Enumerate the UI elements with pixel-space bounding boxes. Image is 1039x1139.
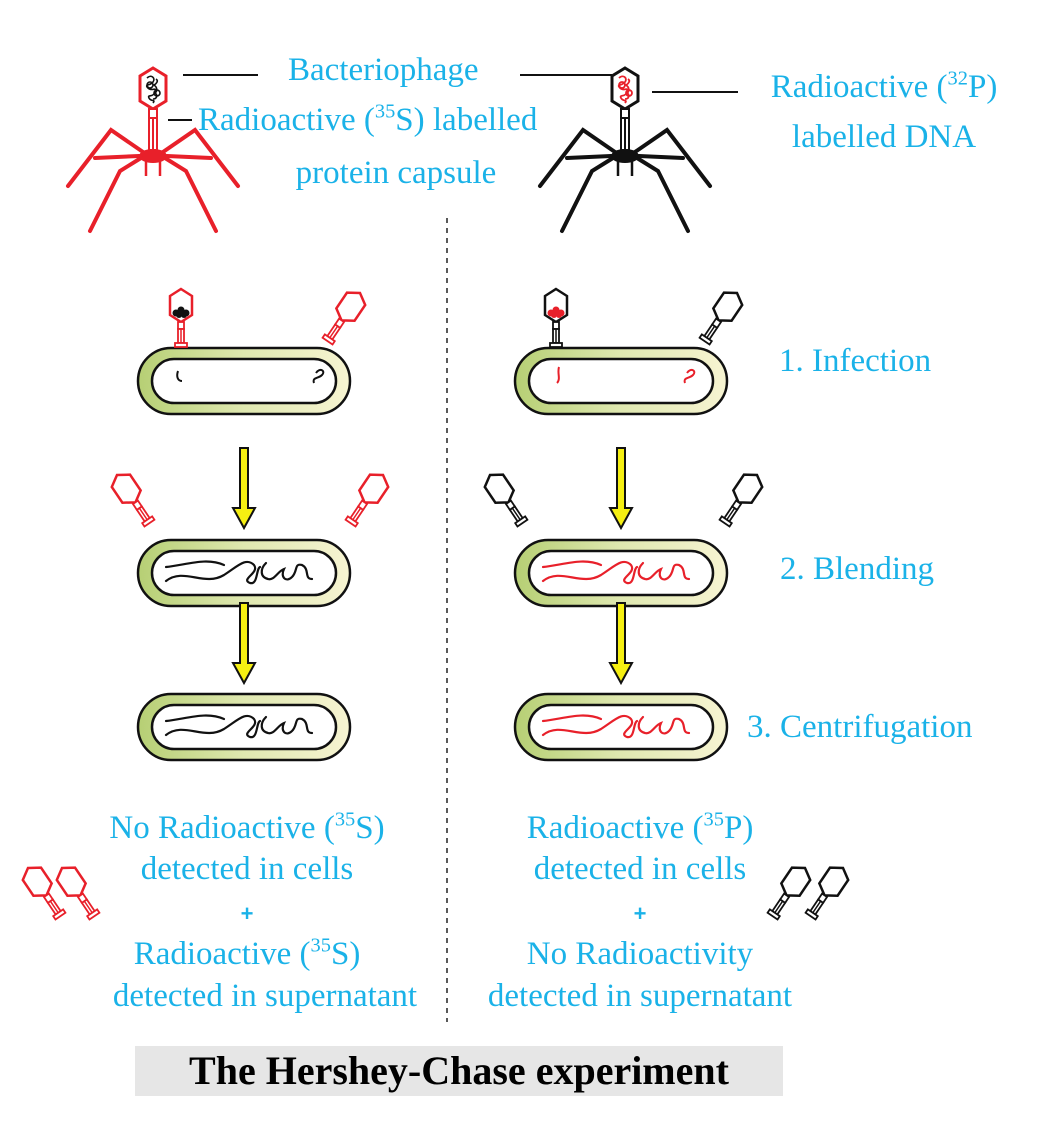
label-s35-mass: 35 — [374, 100, 396, 123]
result-left-line3: Radioactive (35S) — [134, 934, 361, 975]
label-p32-mass: 32 — [947, 67, 968, 90]
result-left-line1-pre: No Radioactive ( — [109, 810, 335, 846]
title-banner: The Hershey-Chase experiment — [135, 1046, 783, 1096]
result-left-line4: detected in supernatant — [112, 978, 418, 1014]
label-p32-dna-line1: Radioactive (32P) — [771, 67, 998, 108]
cell-centrifugation-left — [136, 692, 352, 762]
cell-blending-left — [136, 538, 352, 608]
result-right-line2: detected in cells — [533, 851, 747, 887]
result-left-line3-mass: 35 — [310, 934, 331, 957]
phage-detached-left-1 — [106, 467, 160, 531]
result-left-plus: + — [240, 901, 254, 926]
label-p32-pre: Radioactive ( — [770, 69, 948, 105]
step-label-blending: 2. Blending — [780, 551, 934, 587]
label-p32-dna-line2: labelled DNA — [791, 119, 977, 155]
arrow-down-right-1 — [609, 447, 633, 529]
result-left-line1-post: S) — [355, 810, 385, 846]
step-label-centrifugation: 3. Centrifugation — [747, 709, 973, 745]
label-bacteriophage: Bacteriophage — [288, 52, 479, 88]
arrow-down-left-2 — [232, 602, 256, 684]
result-left-line3-post: S) — [330, 936, 361, 972]
label-s35-protein-line2: protein capsule — [295, 155, 497, 191]
label-s35-post: S) labelled — [395, 102, 538, 138]
arrow-down-right-2 — [609, 602, 633, 684]
label-p32-post: P) — [967, 69, 998, 105]
result-right-line1: Radioactive (35P) — [527, 808, 754, 849]
phage-attached-right-2 — [694, 285, 748, 349]
result-left-line1-mass: 35 — [334, 808, 356, 831]
result-right-plus: + — [633, 901, 647, 926]
step-label-infection: 1. Infection — [779, 343, 932, 379]
result-right-line1-post: P) — [723, 810, 754, 846]
result-left-line3-pre: Radioactive ( — [133, 936, 311, 972]
phage-s35-labelled — [66, 66, 240, 233]
result-right-line4: detected in supernatant — [487, 978, 793, 1014]
cell-infection-right — [513, 346, 729, 416]
cell-blending-right — [513, 538, 729, 608]
cell-infection-left — [136, 346, 352, 416]
result-right-line1-pre: Radioactive ( — [526, 810, 704, 846]
result-right-line3: No Radioactivity — [526, 936, 754, 972]
phage-supernatant-right-2 — [800, 860, 854, 924]
result-left-line2: detected in cells — [140, 851, 354, 887]
label-s35-protein-line1: Radioactive (35S) labelled — [198, 100, 537, 141]
cell-centrifugation-right — [513, 692, 729, 762]
diagram-title: The Hershey-Chase experiment — [189, 1048, 729, 1093]
arrow-down-left-1 — [232, 447, 256, 529]
label-s35-pre: Radioactive ( — [198, 102, 375, 138]
phage-attached-right-1 — [545, 289, 567, 347]
phage-attached-left-1 — [170, 289, 192, 347]
phage-detached-right-1 — [479, 467, 533, 531]
phage-attached-left-2 — [317, 285, 371, 349]
result-left-line1: No Radioactive (35S) — [109, 808, 384, 849]
result-right-line1-mass: 35 — [703, 808, 724, 831]
phage-detached-left-2 — [340, 467, 394, 531]
phage-detached-right-2 — [714, 467, 768, 531]
